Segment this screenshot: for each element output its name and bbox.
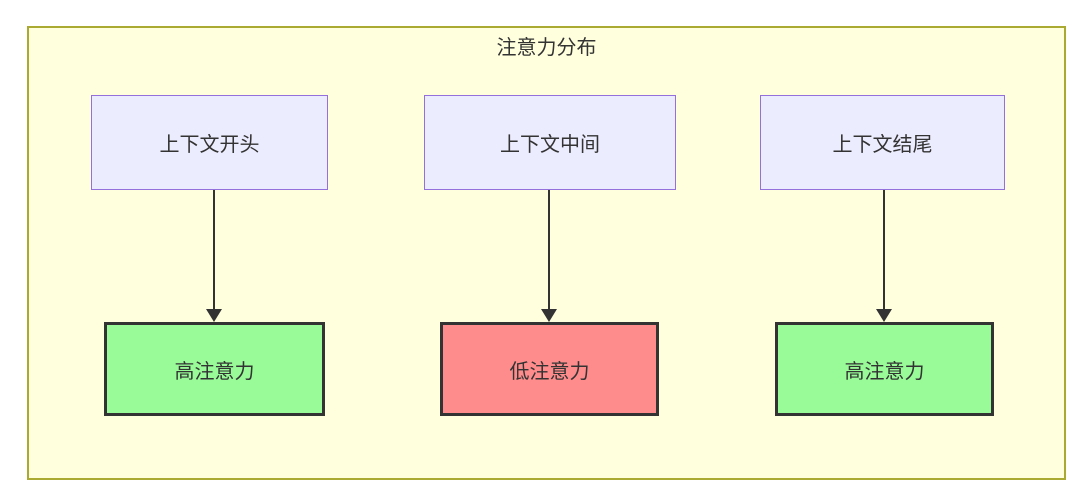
arrow-down-icon bbox=[541, 190, 557, 322]
arrow-shaft bbox=[883, 190, 885, 309]
node-context-end: 上下文结尾 bbox=[760, 95, 1005, 190]
node-low-attention: 低注意力 bbox=[440, 322, 659, 416]
arrowhead-icon bbox=[876, 309, 892, 322]
arrowhead-icon bbox=[541, 309, 557, 322]
arrow-down-icon bbox=[876, 190, 892, 322]
cluster-title: 注意力分布 bbox=[496, 37, 597, 59]
node-context-start: 上下文开头 bbox=[91, 95, 328, 190]
arrow-shaft bbox=[213, 190, 215, 309]
arrow-shaft bbox=[548, 190, 550, 309]
node-context-middle: 上下文中间 bbox=[424, 95, 676, 190]
attention-distribution-cluster: 注意力分布 上下文开头 高注意力 上下文中间 低注意力 上下文结尾 高注意力 bbox=[27, 26, 1066, 480]
arrowhead-icon bbox=[206, 309, 222, 322]
node-high-attention-right: 高注意力 bbox=[775, 322, 994, 416]
arrow-down-icon bbox=[206, 190, 222, 322]
node-high-attention-left: 高注意力 bbox=[104, 322, 325, 416]
